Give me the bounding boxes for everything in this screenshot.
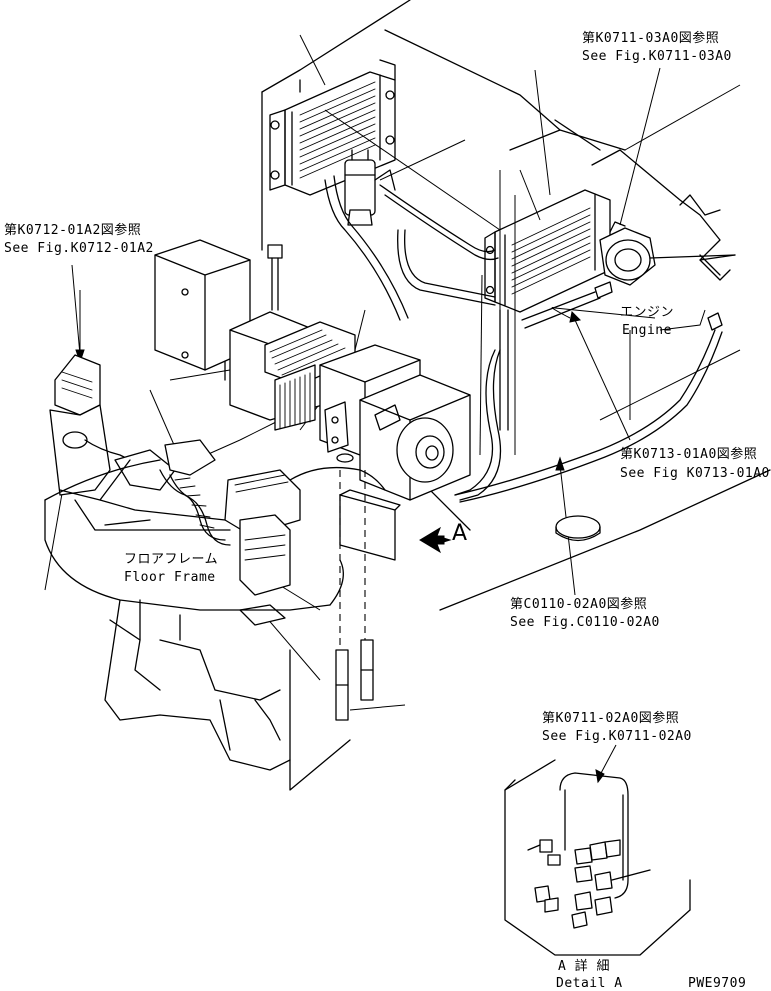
callout-k0711-03a0-en: See Fig.K0711-03A0	[582, 49, 732, 64]
hvac-unit	[154, 239, 471, 561]
callout-k0712-01a2-en: See Fig.K0712-01A2	[4, 241, 154, 256]
ac-compressor	[599, 221, 736, 286]
callout-k0712-01a2: 第K0712-01A2図参照 See Fig.K0712-01A2	[4, 222, 154, 256]
callout-k0711-02a0-jp: 第K0711-02A0図参照	[542, 710, 679, 726]
callout-k0711-02a0-en: See Fig.K0711-02A0	[542, 729, 692, 744]
detail-a-caption-jp: A 詳 細	[558, 958, 610, 974]
mounting-bolt	[267, 244, 283, 311]
view-arrow-a	[419, 526, 452, 554]
view-marker-a: A	[452, 521, 467, 546]
air-ducts	[49, 354, 386, 626]
callout-arrows	[71, 264, 656, 784]
callout-floor-frame-en: Floor Frame	[124, 570, 216, 585]
callout-k0711-03a0-jp: 第K0711-03A0図参照	[582, 30, 719, 46]
callout-engine-en: Engine	[622, 323, 672, 338]
callout-k0711-03a0: 第K0711-03A0図参照 See Fig.K0711-03A0	[582, 30, 732, 64]
condenser-upper	[269, 59, 396, 196]
reservoir-tank	[555, 515, 601, 542]
detail-a-caption: A 詳 細 Detail A	[556, 958, 623, 991]
receiver-drier	[344, 149, 396, 226]
callout-c0110-02a0-en: See Fig.C0110-02A0	[510, 615, 660, 630]
callout-k0711-02a0: 第K0711-02A0図参照 See Fig.K0711-02A0	[542, 710, 692, 744]
callout-k0713-01a0: 第K0713-01A0図参照 See Fig K0713-01A0	[620, 446, 770, 481]
detail-a-caption-en: Detail A	[556, 976, 623, 991]
callout-k0713-01a0-en: See Fig K0713-01A0	[620, 466, 770, 481]
drain-pipes	[335, 470, 374, 721]
callout-floor-frame-jp: フロアフレーム	[124, 552, 218, 567]
callout-k0712-01a2-jp: 第K0712-01A2図参照	[4, 222, 141, 238]
drawing-number: PWE9709	[688, 976, 746, 991]
detail-a-view	[504, 759, 691, 956]
callout-c0110-02a0-jp: 第C0110-02A0図参照	[510, 596, 647, 612]
callout-engine: エンジン Engine	[620, 305, 674, 338]
callout-floor-frame: フロアフレーム Floor Frame	[124, 552, 218, 585]
callout-engine-jp: エンジン	[620, 305, 674, 320]
callout-c0110-02a0: 第C0110-02A0図参照 See Fig.C0110-02A0	[510, 596, 660, 630]
floor-frame	[44, 459, 344, 771]
callout-k0713-01a0-jp: 第K0713-01A0図参照	[620, 446, 757, 462]
